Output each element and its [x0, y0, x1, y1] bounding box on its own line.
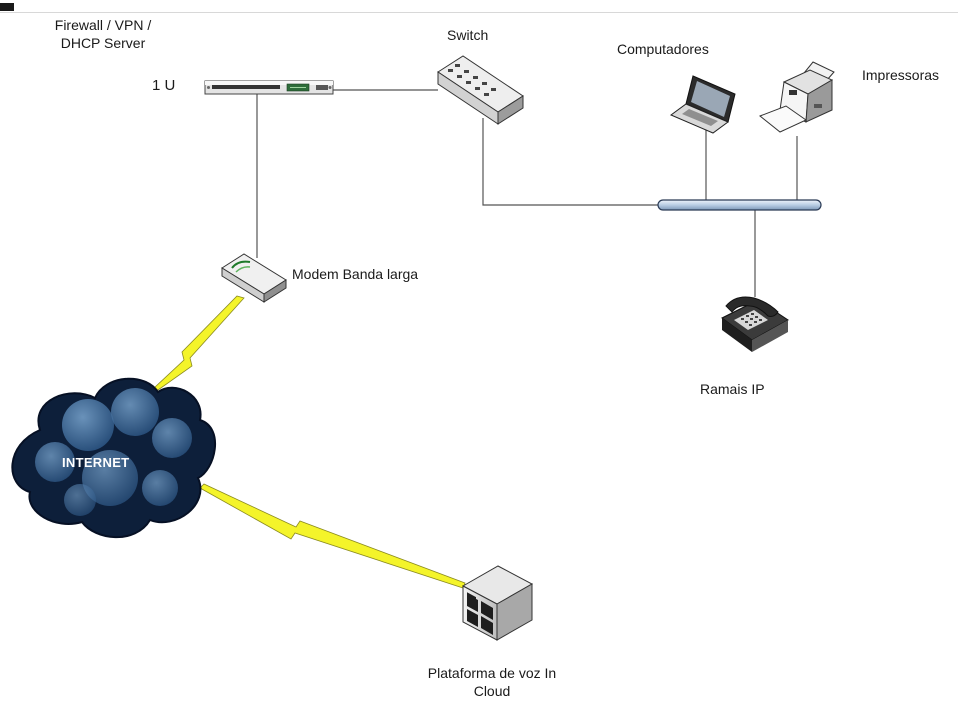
- label-firewall: Firewall / VPN / DHCP Server: [28, 16, 178, 52]
- cloud-icon: [11, 377, 216, 539]
- label-internet: INTERNET: [62, 455, 130, 470]
- label-ip-extensions: Ramais IP: [700, 381, 765, 397]
- printer-icon: [759, 61, 835, 133]
- label-voice-platform-line1: Plataforma de voz In: [427, 665, 557, 681]
- ethernet-bus: [657, 199, 822, 211]
- connections: [256, 89, 798, 297]
- modem-icon: [221, 253, 287, 303]
- switch-icon: [437, 55, 524, 125]
- server-icon: [461, 565, 534, 641]
- label-printers: Impressoras: [862, 67, 940, 83]
- label-voice-platform: Plataforma de voz In Cloud: [402, 664, 582, 700]
- label-voice-platform-line2: Cloud: [473, 683, 511, 699]
- laptop-icon: [669, 75, 736, 134]
- label-modem: Modem Banda larga: [292, 266, 419, 282]
- firewall-appliance-icon: [204, 80, 334, 95]
- header-strip: [0, 0, 958, 13]
- header-strip-graphic: [0, 3, 958, 13]
- link-switch-bus: [482, 118, 660, 206]
- label-rack-unit: 1 U: [152, 77, 176, 94]
- label-computers: Computadores: [617, 41, 709, 57]
- label-firewall-line1: Firewall / VPN /: [54, 17, 152, 33]
- label-firewall-line2: DHCP Server: [60, 35, 146, 51]
- label-switch: Switch: [447, 27, 489, 43]
- lightning-internet-platform: [199, 483, 466, 589]
- lightning-modem-internet: [153, 295, 245, 391]
- ip-phone-icon: [721, 296, 789, 352]
